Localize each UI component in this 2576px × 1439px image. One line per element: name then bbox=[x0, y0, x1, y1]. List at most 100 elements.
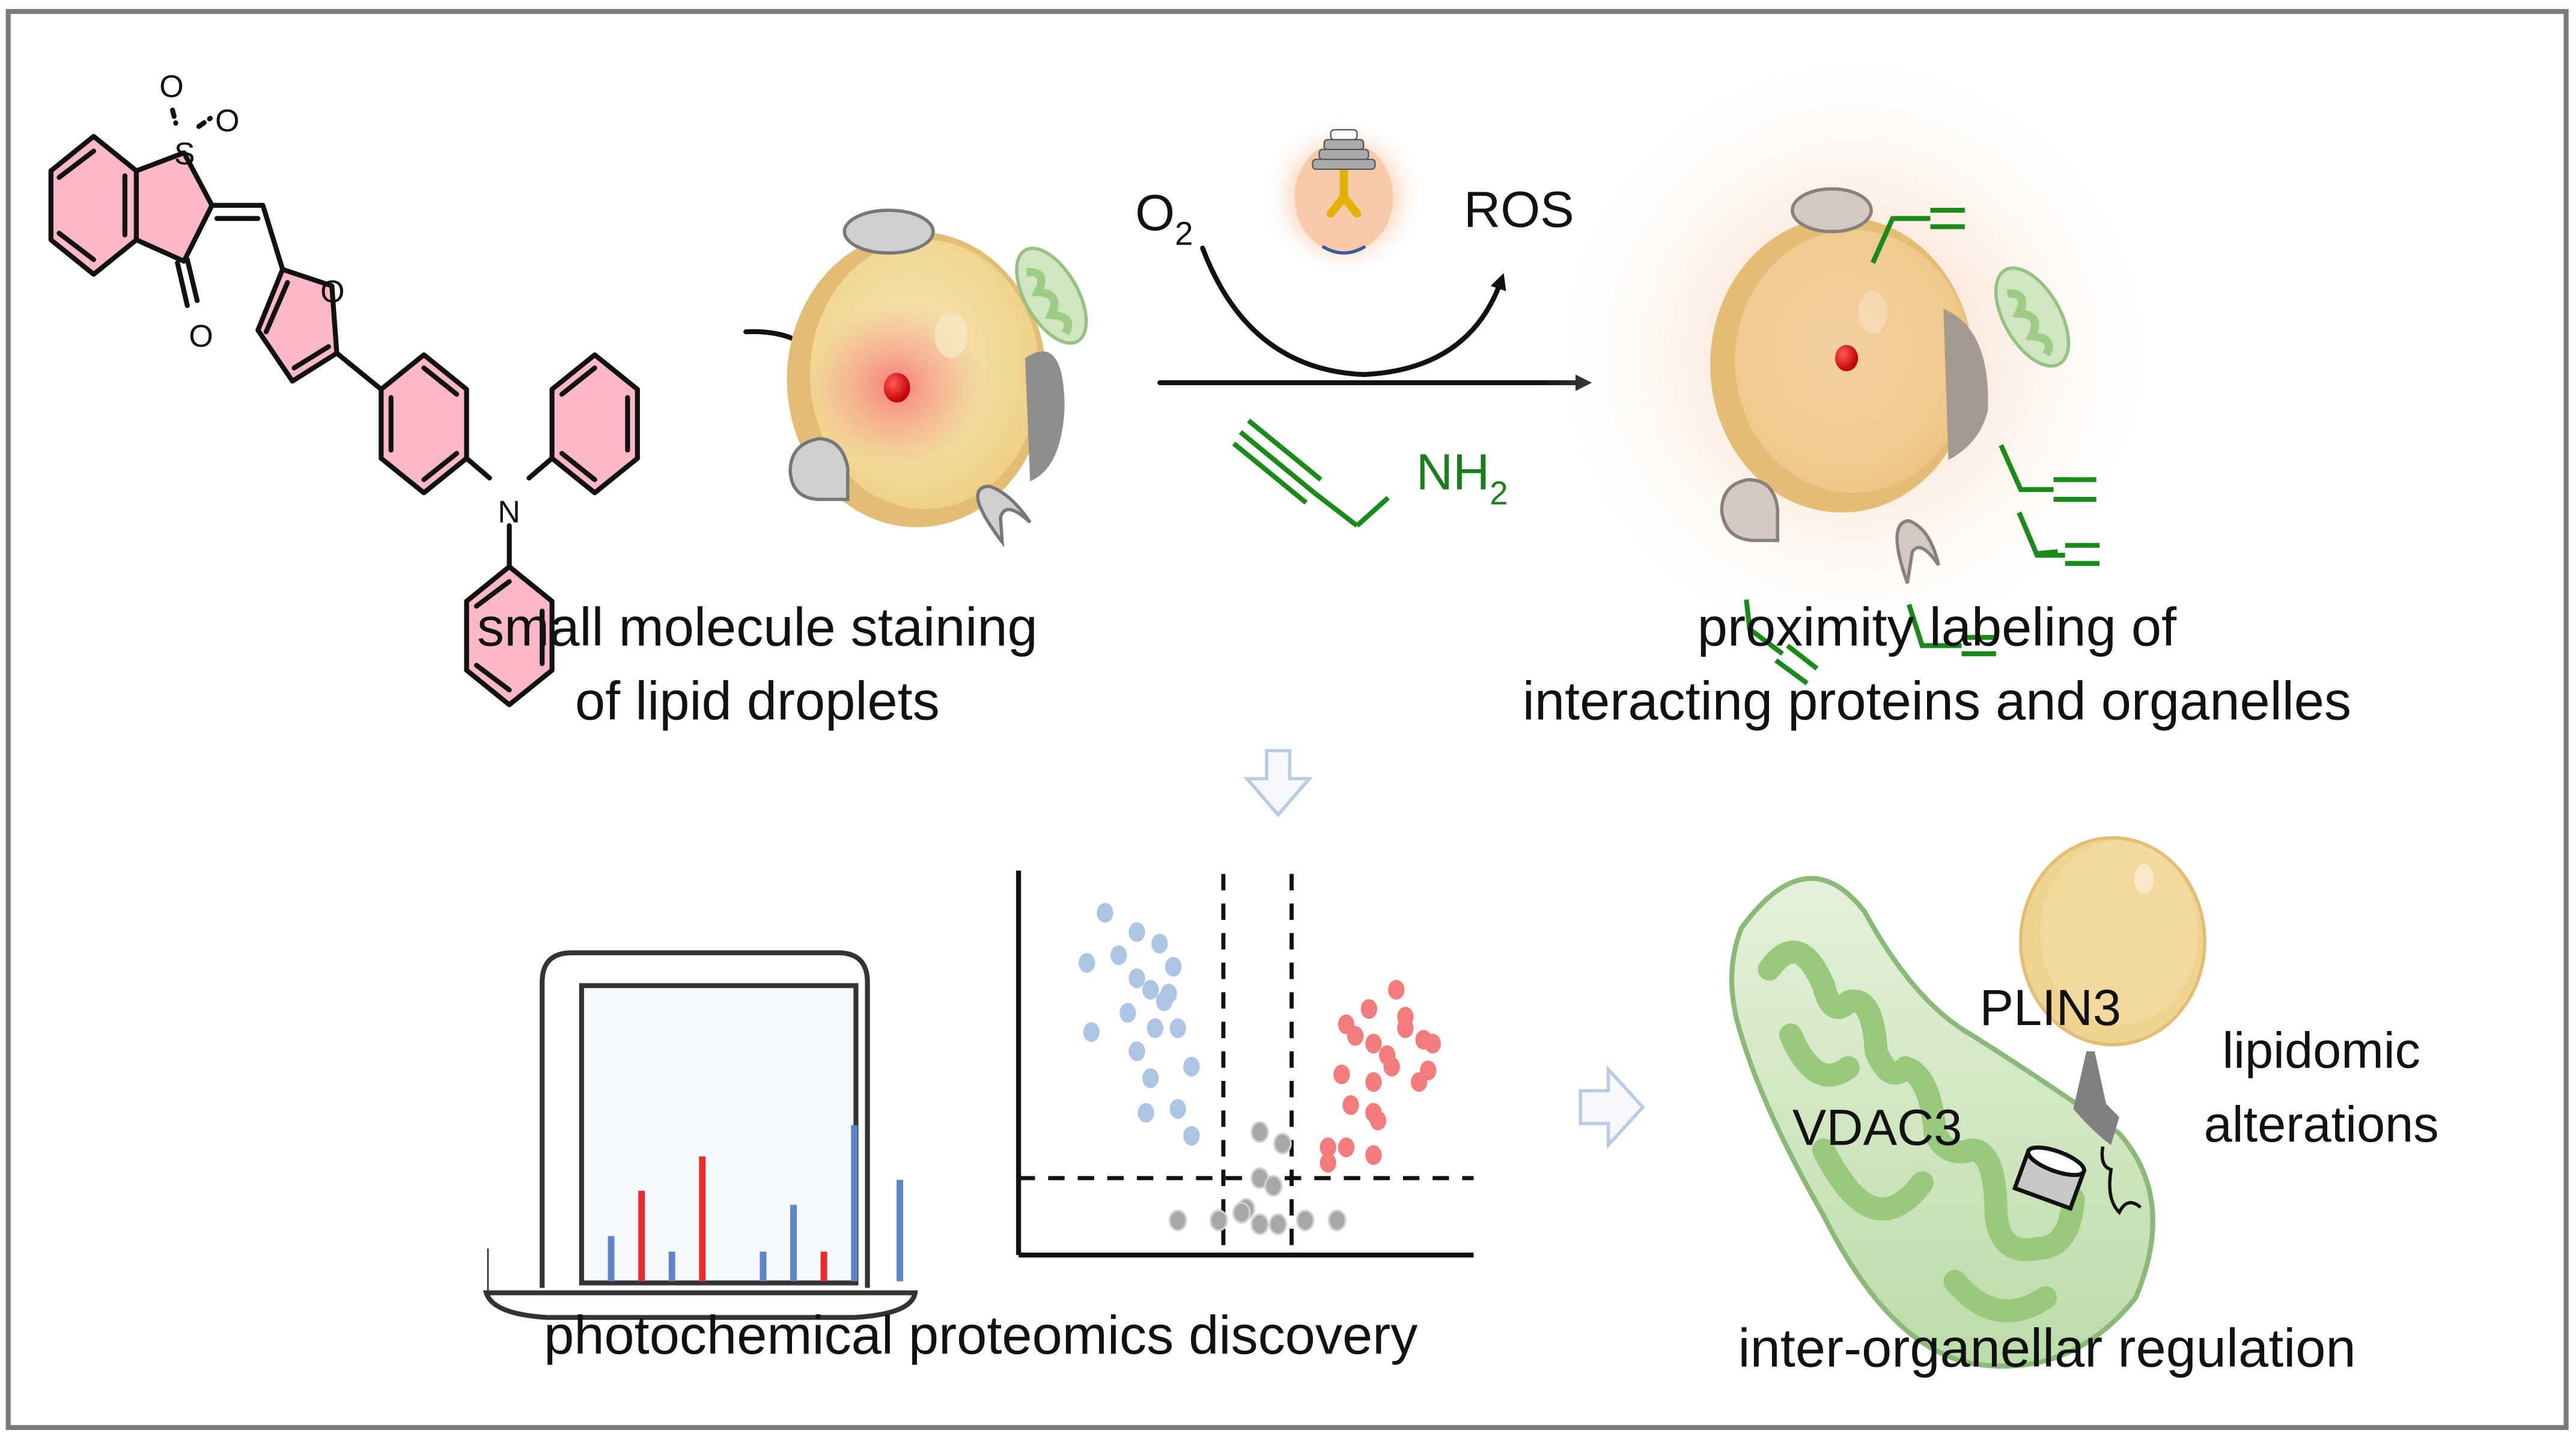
protein-crescent bbox=[1025, 351, 1065, 482]
amine-label: NH2 bbox=[1416, 443, 1508, 512]
light-bulb-icon bbox=[1261, 115, 1427, 279]
laptop-bar bbox=[607, 1236, 615, 1282]
atom-label-oxygen: O bbox=[189, 319, 213, 354]
volcano-point-not-significant bbox=[1327, 1209, 1347, 1232]
protein-claw bbox=[976, 484, 1032, 548]
volcano-point-up bbox=[1420, 1060, 1437, 1081]
vdac3-channel bbox=[2012, 1145, 2087, 1211]
protein-droplet bbox=[788, 437, 850, 501]
volcano-point-up bbox=[1360, 999, 1377, 1019]
regulation-illustration: PLIN3 VDAC3 lipidomic alterations bbox=[1729, 836, 2439, 1369]
volcano-point-down bbox=[1165, 957, 1182, 977]
laptop-bar bbox=[699, 1156, 706, 1282]
volcano-point-down bbox=[1151, 934, 1168, 954]
volcano-point-down bbox=[1128, 922, 1145, 942]
volcano-point-down bbox=[1128, 1041, 1145, 1062]
plin3-label: PLIN3 bbox=[1980, 979, 2122, 1036]
volcano-plot bbox=[1016, 871, 1474, 1258]
fluorophore-molecule: O O S O O N bbox=[48, 69, 640, 707]
volcano-point-not-significant bbox=[1273, 1133, 1292, 1155]
labeled-protein-droplet bbox=[1720, 478, 1779, 543]
volcano-point-up bbox=[1333, 1064, 1350, 1085]
reaction-scheme: O2 ROS NH2 bbox=[1135, 115, 1592, 528]
volcano-point-up bbox=[1347, 1026, 1364, 1046]
propargylamine: NH2 bbox=[1232, 418, 1508, 528]
volcano-point-down bbox=[1119, 1003, 1136, 1023]
ros-product: ROS bbox=[1464, 180, 1574, 237]
volcano-point-not-significant bbox=[1250, 1213, 1269, 1235]
benzene-ring-3 bbox=[549, 352, 640, 496]
atom-label-nitrogen: N bbox=[498, 494, 520, 529]
laptop-bar bbox=[897, 1179, 904, 1282]
labeling-caption-line2: interacting proteins and organelles bbox=[1523, 671, 2351, 732]
plin3-protein bbox=[2073, 1051, 2119, 1145]
labeling-caption-line1: proximity labeling of bbox=[1698, 597, 2177, 657]
lipidomic-alterations-line2: alterations bbox=[2204, 1095, 2439, 1152]
fluorophore-dot bbox=[883, 373, 910, 403]
volcano-point-down bbox=[1083, 1022, 1100, 1042]
regulation-caption: inter-organellar regulation bbox=[1738, 1318, 2356, 1379]
benzene-ring-4 bbox=[464, 564, 555, 707]
vdac3-label: VDAC3 bbox=[1792, 1099, 1962, 1156]
benzene-ring-2 bbox=[379, 352, 469, 496]
volcano-point-up bbox=[1320, 1137, 1336, 1158]
volcano-point-not-significant bbox=[1168, 1209, 1187, 1232]
volcano-point-not-significant bbox=[1296, 1209, 1315, 1232]
volcano-point-down bbox=[1097, 902, 1113, 923]
staining-caption-line1: small molecule staining bbox=[477, 597, 1038, 657]
volcano-point-up bbox=[1338, 1137, 1355, 1158]
volcano-point-up bbox=[1320, 1152, 1336, 1173]
mitochondrion-cristae bbox=[1758, 940, 2085, 1322]
ros-generation-arrow bbox=[1200, 245, 1506, 377]
atom-label-oxygen: O bbox=[320, 275, 344, 309]
volcano-point-down bbox=[1142, 979, 1159, 1000]
volcano-point-down bbox=[1128, 968, 1145, 988]
atom-label-oxygen: O bbox=[215, 104, 239, 139]
flow-arrow-down bbox=[1243, 749, 1314, 818]
labeled-protein-ellipse bbox=[1791, 187, 1873, 234]
laptop-bar bbox=[760, 1252, 767, 1282]
fluorophore-dot bbox=[1835, 345, 1859, 371]
laptop-bar bbox=[790, 1205, 797, 1282]
mitochondrion-small bbox=[1015, 246, 1088, 345]
volcano-point-down bbox=[1137, 1103, 1154, 1123]
volcano-point-down bbox=[1142, 1068, 1159, 1088]
volcano-point-up bbox=[1342, 1095, 1359, 1115]
laptop-bar bbox=[638, 1190, 645, 1282]
proteomics-caption: photochemical proteomics discovery bbox=[544, 1305, 1417, 1366]
volcano-point-down bbox=[1169, 1018, 1186, 1038]
volcano-point-up bbox=[1365, 1033, 1382, 1054]
volcano-point-not-significant bbox=[1268, 1213, 1288, 1235]
labeled-protein-claw bbox=[1895, 519, 1940, 584]
lipidomic-alterations-line1: lipidomic bbox=[2222, 1021, 2420, 1078]
volcano-point-up bbox=[1369, 1110, 1387, 1131]
volcano-point-down bbox=[1183, 1056, 1200, 1077]
volcano-point-up bbox=[1397, 1018, 1414, 1038]
lipid-droplet-labeled bbox=[1541, 41, 2166, 686]
laptop-bar bbox=[820, 1252, 827, 1282]
volcano-point-up bbox=[1365, 1145, 1382, 1165]
volcano-point-not-significant bbox=[1232, 1202, 1251, 1224]
laptop-bar bbox=[851, 1125, 858, 1282]
volcano-point-not-significant bbox=[1210, 1209, 1228, 1232]
lipid-droplet-stained bbox=[787, 208, 1088, 548]
linker bbox=[2100, 1146, 2142, 1215]
labeled-mitochondrion bbox=[1994, 266, 2071, 368]
flow-arrow-right bbox=[1579, 1065, 1645, 1149]
atom-label-oxygen: O bbox=[159, 69, 183, 104]
oxygen-reactant: O2 bbox=[1135, 184, 1193, 252]
volcano-point-up bbox=[1365, 1072, 1382, 1092]
staining-caption-line2: of lipid droplets bbox=[575, 671, 940, 732]
volcano-point-not-significant bbox=[1264, 1175, 1283, 1197]
volcano-point-down bbox=[1183, 1126, 1200, 1146]
laptop-icon bbox=[483, 950, 918, 1320]
volcano-point-up bbox=[1388, 979, 1405, 1000]
volcano-point-down bbox=[1110, 945, 1127, 966]
alkyne-tags bbox=[1744, 207, 2100, 686]
atom-label-sulfur: S bbox=[174, 136, 195, 171]
volcano-point-down bbox=[1079, 953, 1095, 973]
volcano-point-up bbox=[1383, 1056, 1400, 1077]
volcano-point-down bbox=[1169, 1099, 1186, 1119]
thiophene-ring bbox=[133, 150, 215, 264]
